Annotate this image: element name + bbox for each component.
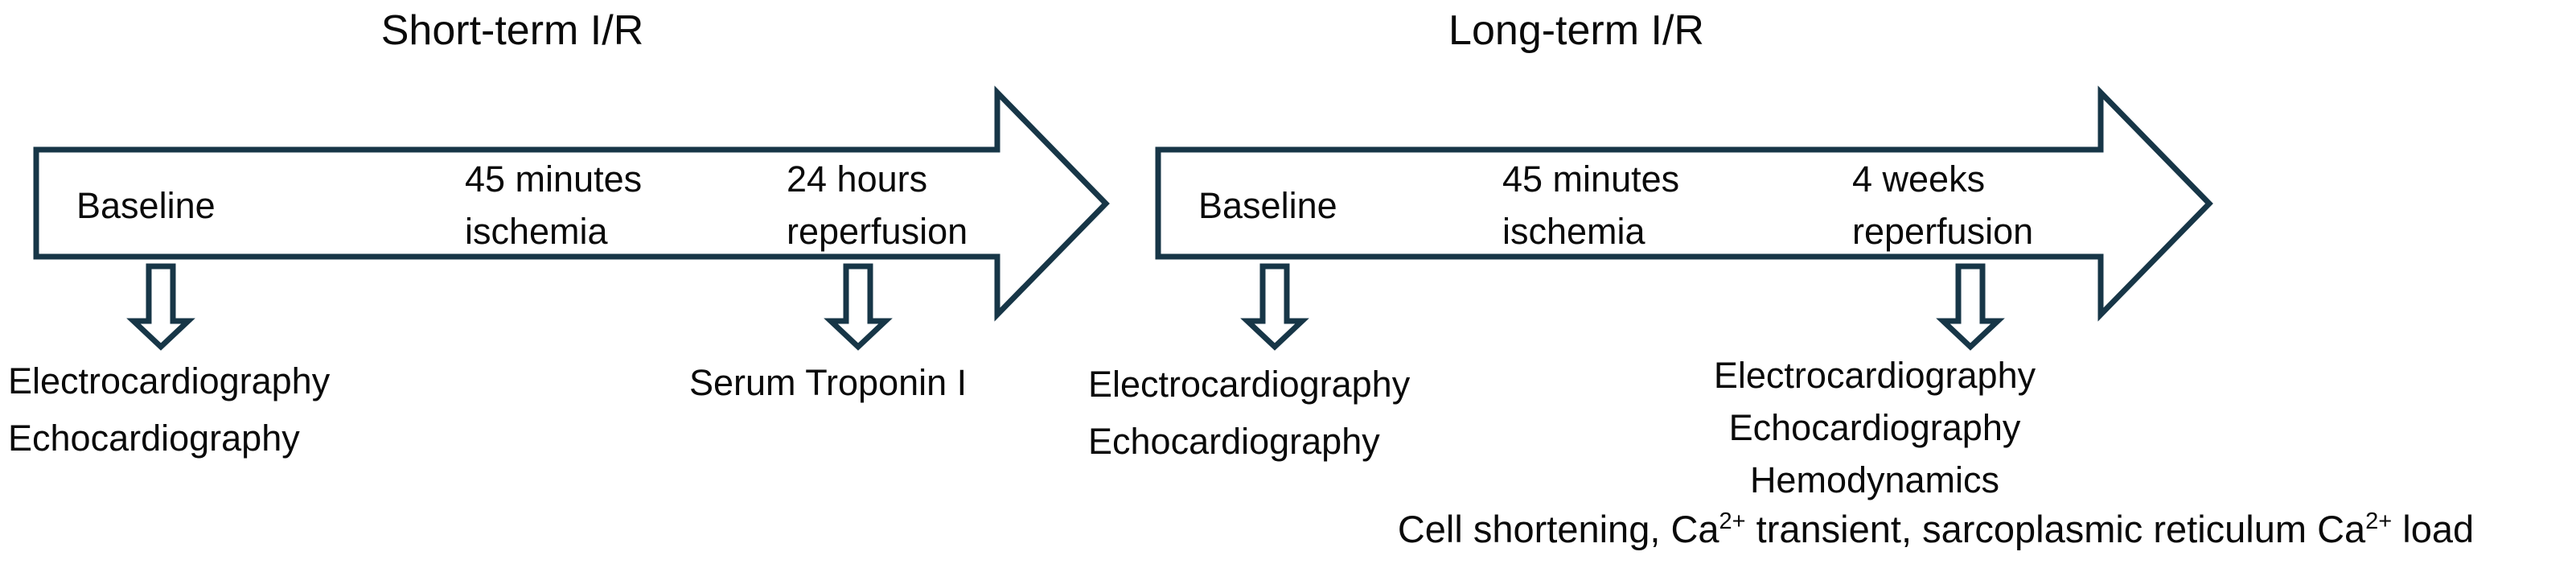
long-term-baseline-measurements: Electrocardiography Echocardiography xyxy=(1088,364,1411,462)
short-term-reperfusion-down-arrow-icon xyxy=(824,263,893,351)
short-term-baseline-down-arrow-icon xyxy=(126,263,195,351)
long-term-reperfusion-down-arrow-icon xyxy=(1936,263,2005,351)
short-term-title: Short-term I/R xyxy=(380,7,644,54)
long-term-reperfusion-label: 4 weeks reperfusion xyxy=(1852,158,2034,252)
long-term-baseline-down-arrow-icon xyxy=(1240,263,1309,351)
long-term-ischemia-label: 45 minutes ischemia xyxy=(1502,158,1680,252)
short-term-reperfusion-label: 24 hours reperfusion xyxy=(787,158,968,252)
long-term-timeline-arrow xyxy=(1155,85,2213,322)
short-term-ischemia-label: 45 minutes ischemia xyxy=(465,158,643,252)
short-term-baseline-measurements: Electrocardiography Echocardiography xyxy=(8,360,331,459)
long-term-reperfusion-measurements: Electrocardiography Echocardiography Hem… xyxy=(1713,355,2036,500)
long-term-title: Long-term I/R xyxy=(1448,7,1704,54)
short-term-timeline-arrow xyxy=(33,85,1110,322)
short-term-reperfusion-measurements: Serum Troponin I xyxy=(689,362,968,403)
long-term-baseline-label: Baseline xyxy=(1198,185,1337,226)
long-term-cellular-measurements: Cell shortening, Ca2+ transient, sarcopl… xyxy=(1397,508,2475,550)
short-term-baseline-label: Baseline xyxy=(76,185,216,226)
